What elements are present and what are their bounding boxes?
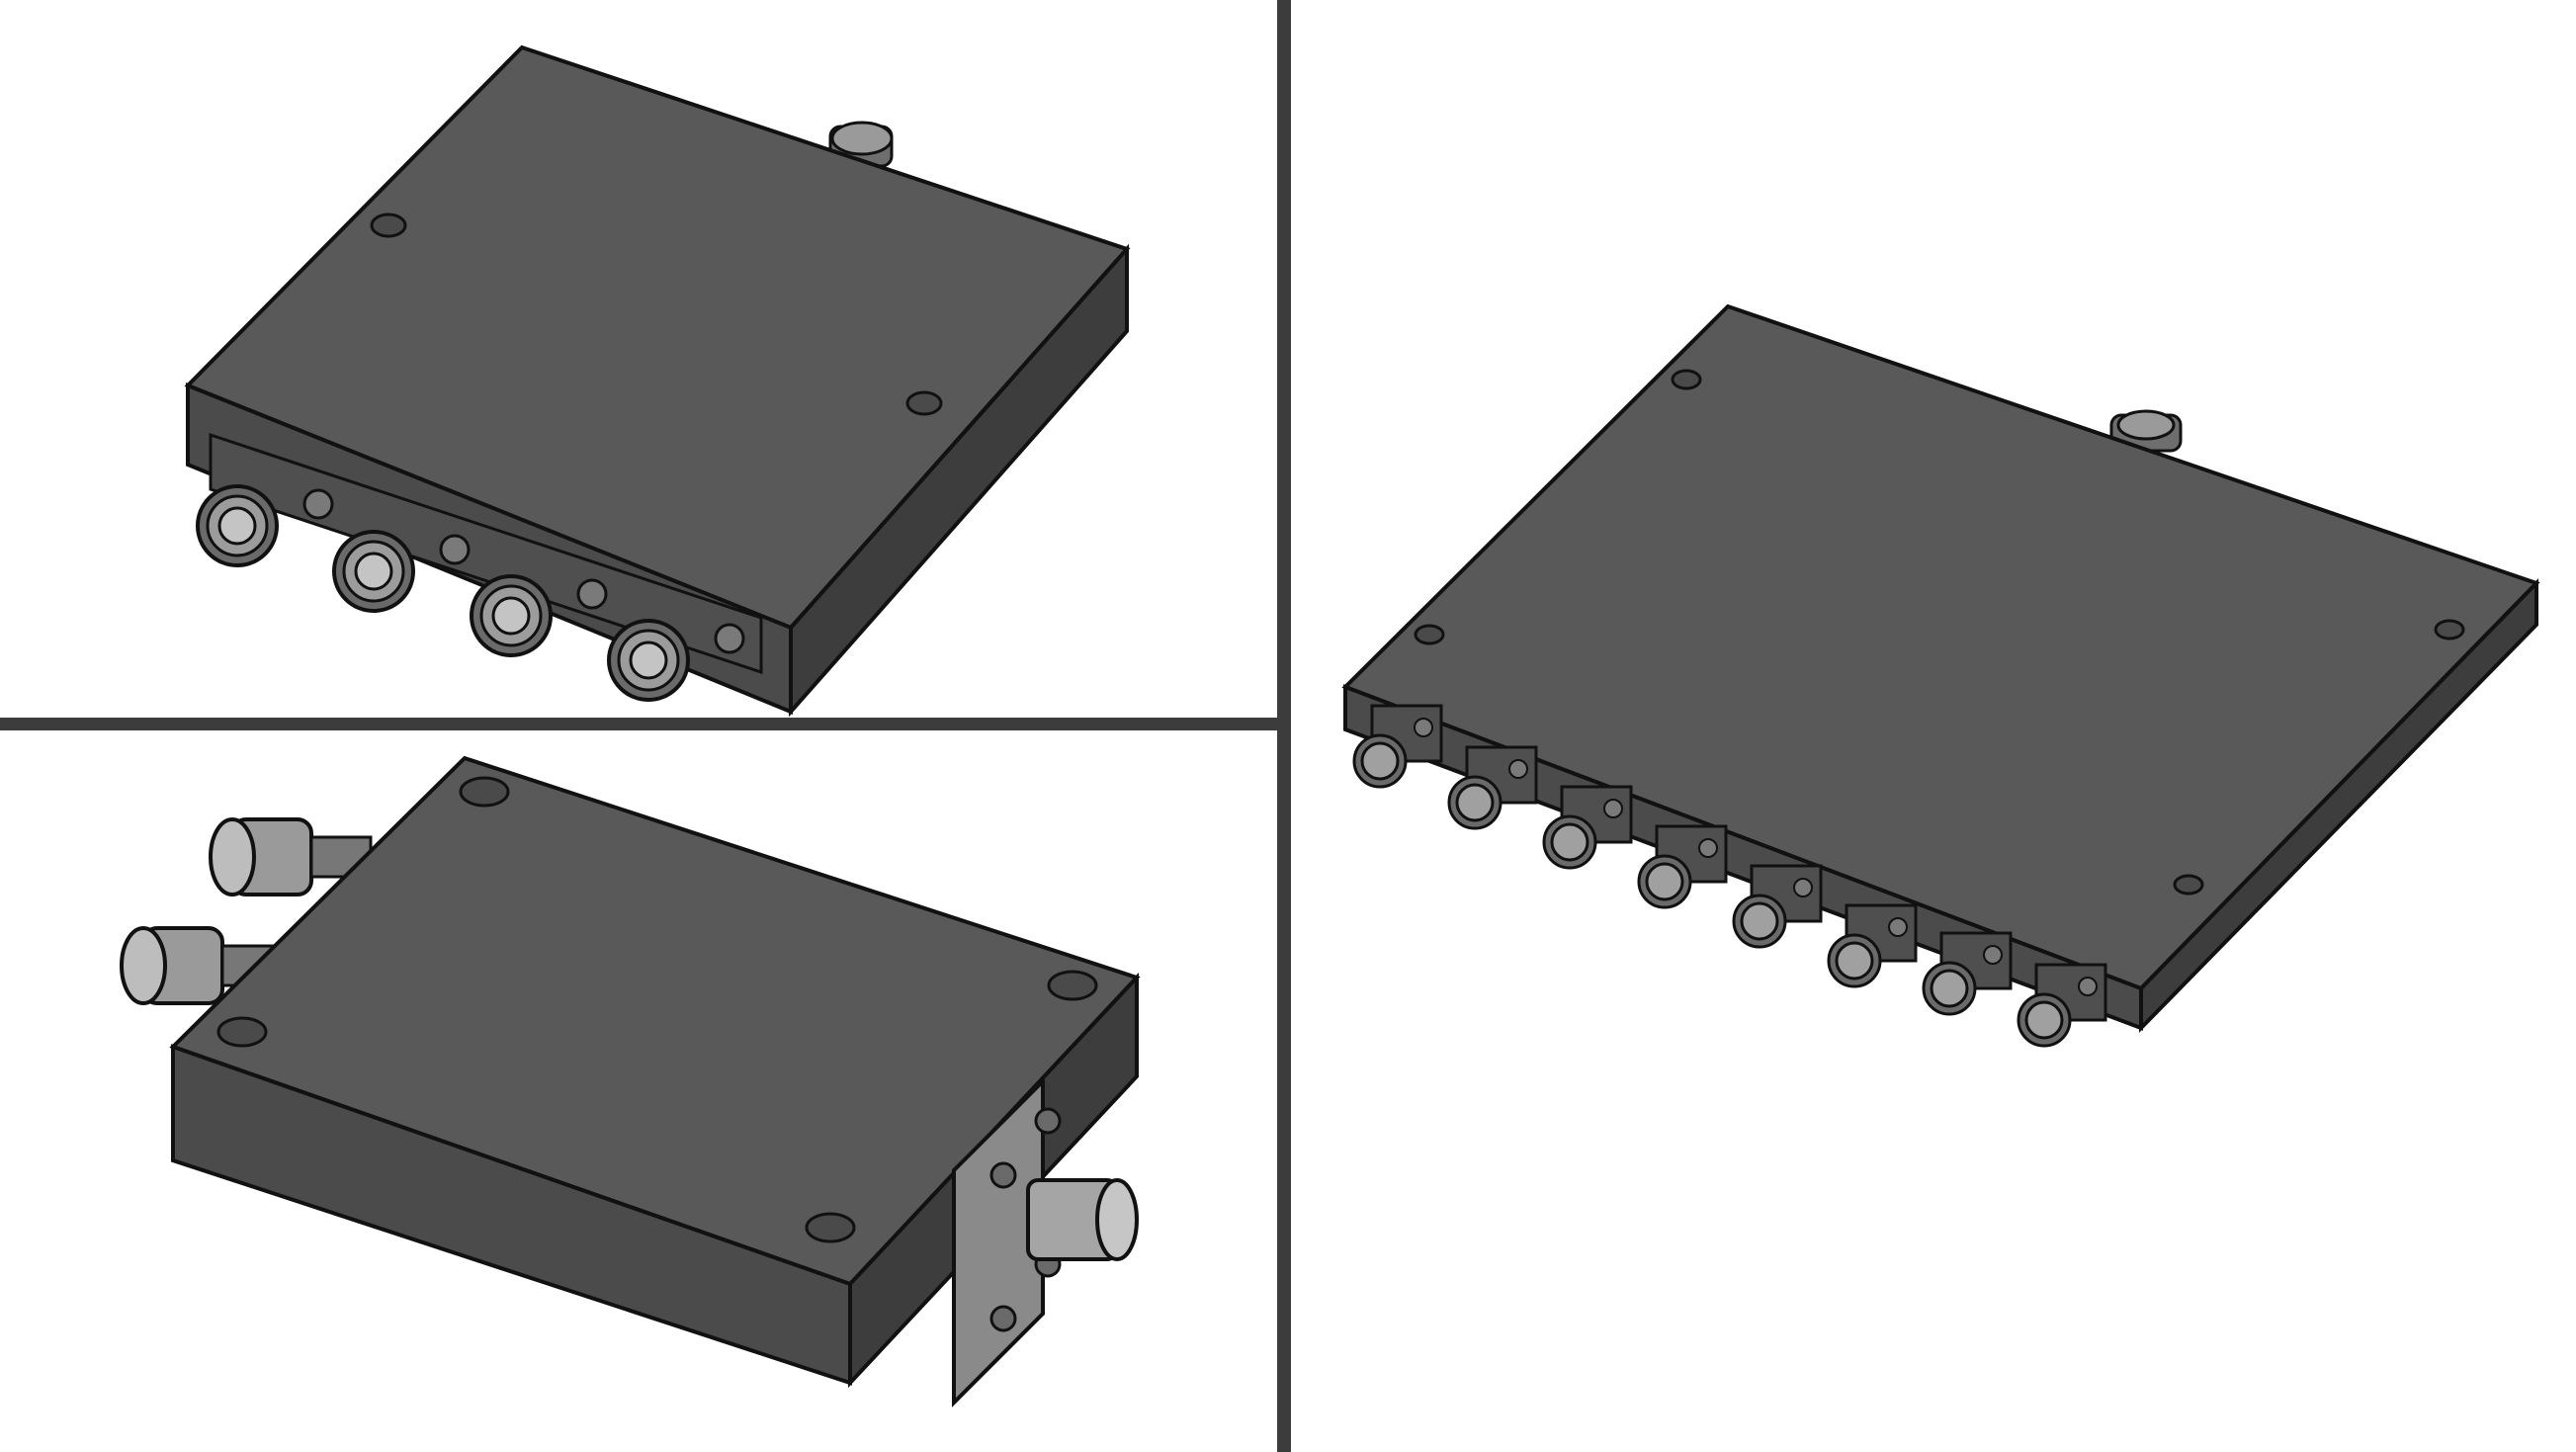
mounting-hole bbox=[216, 1016, 268, 1048]
mounting-hole bbox=[1047, 970, 1098, 1001]
mounting-hole bbox=[459, 776, 510, 808]
mounting-hole bbox=[905, 390, 943, 416]
side-face bbox=[2139, 578, 2538, 1033]
output-connector bbox=[1922, 931, 2013, 1016]
output-connectors bbox=[196, 484, 745, 702]
output-connector bbox=[332, 530, 471, 613]
output-connector bbox=[196, 484, 334, 567]
eight-way-splitter-view bbox=[1291, 0, 2576, 1452]
mounting-hole bbox=[2173, 874, 2204, 896]
output-connectors bbox=[1352, 704, 2107, 1048]
top-face bbox=[1341, 303, 2540, 991]
four-way-splitter-drawing bbox=[184, 44, 1131, 718]
top-face bbox=[184, 44, 1131, 631]
side-input-connector bbox=[952, 1076, 1139, 1408]
four-way-splitter-view bbox=[0, 0, 1277, 718]
mounting-hole bbox=[805, 1212, 856, 1243]
mounting-hole bbox=[2434, 619, 2465, 641]
connector-strip bbox=[209, 432, 763, 675]
two-way-splitter-drawing bbox=[120, 755, 1141, 1408]
eight-way-splitter-drawing bbox=[1341, 303, 2540, 1048]
mounting-hole bbox=[1671, 369, 1702, 390]
output-connector bbox=[470, 574, 608, 657]
splitter-body bbox=[1341, 303, 2540, 1033]
output-connector bbox=[1447, 745, 1538, 830]
output-connector bbox=[1732, 864, 1823, 949]
output-connector bbox=[1827, 903, 1918, 988]
output-connector bbox=[209, 817, 373, 897]
horizontal-divider bbox=[0, 718, 1277, 730]
output-connector bbox=[2017, 963, 2107, 1048]
vertical-divider bbox=[1277, 0, 1291, 1452]
mounting-hole bbox=[1414, 624, 1445, 645]
two-way-splitter-view bbox=[0, 730, 1277, 1452]
side-face bbox=[789, 243, 1129, 718]
mounting-hole bbox=[370, 213, 407, 238]
output-connector bbox=[1637, 824, 1728, 909]
output-connector bbox=[1542, 785, 1633, 870]
output-connector bbox=[1352, 704, 1443, 789]
output-connector bbox=[607, 619, 745, 702]
